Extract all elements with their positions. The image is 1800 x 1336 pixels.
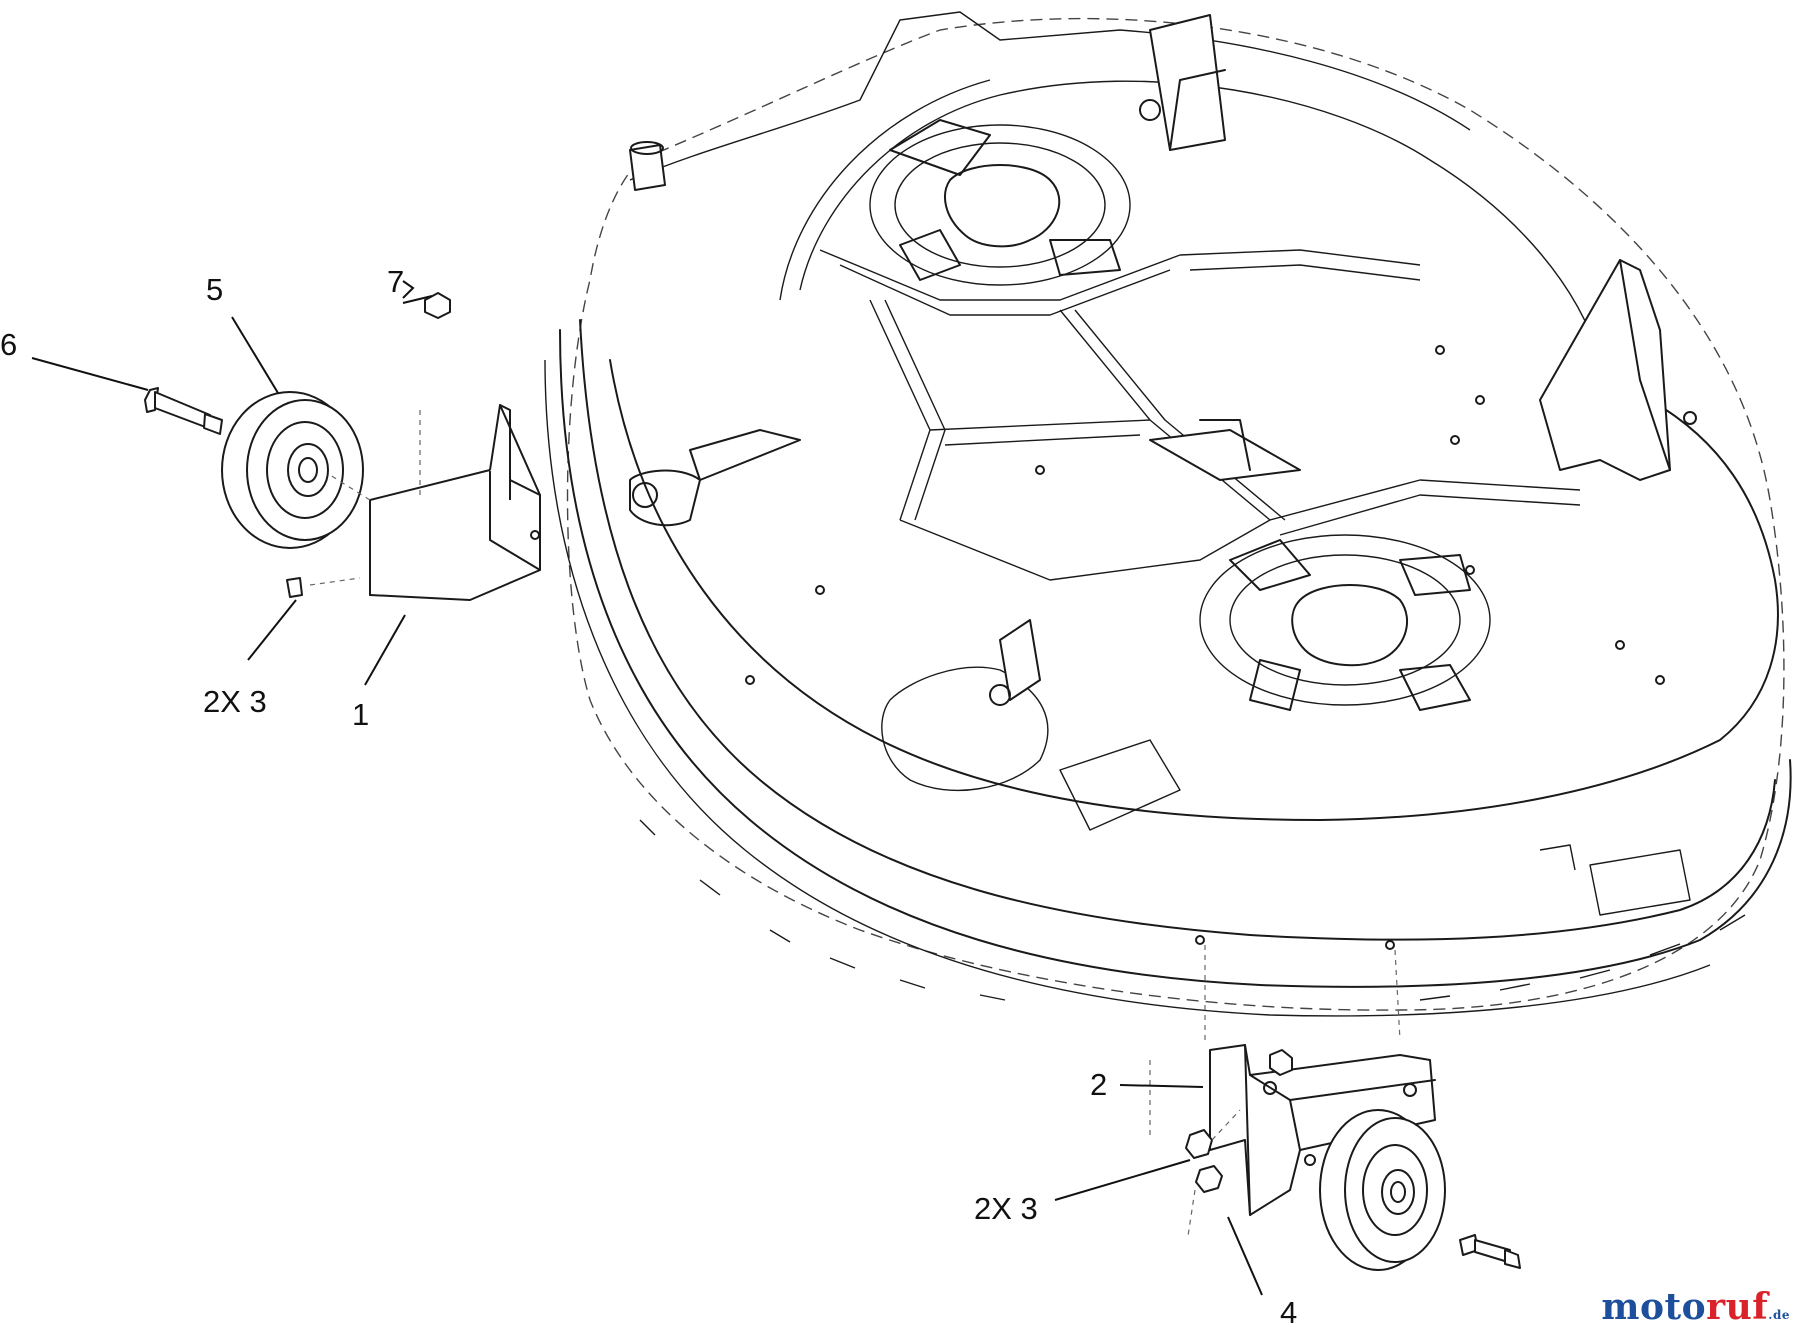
left-roller-assembly xyxy=(144,292,541,601)
left-flange-bolt xyxy=(286,577,303,598)
mower-deck xyxy=(544,11,1792,1140)
left-locknut xyxy=(424,292,451,319)
right-roller-wheel xyxy=(1319,1109,1446,1271)
callout-2: 2 xyxy=(1090,1067,1107,1102)
spindle-hub-rear xyxy=(869,119,1131,286)
callout-7: 7 xyxy=(387,264,404,299)
watermark-part2: ruf xyxy=(1706,1286,1769,1328)
right-roller-bracket xyxy=(1209,1044,1436,1216)
callout-5: 5 xyxy=(206,272,223,307)
watermark-logo: motoruf.de xyxy=(1601,1286,1790,1328)
callout-3-left: 2X 3 xyxy=(203,684,267,719)
right-flange-bolt xyxy=(1185,1129,1213,1159)
watermark-part1: moto xyxy=(1601,1286,1707,1328)
left-roller-wheel xyxy=(221,391,364,549)
right-roller-assembly xyxy=(1185,1044,1521,1271)
leader-lines xyxy=(31,280,1263,1296)
left-roller-bolt xyxy=(144,387,223,435)
callout-3-right: 2X 3 xyxy=(974,1191,1038,1226)
callout-6: 6 xyxy=(0,327,17,362)
callout-1: 1 xyxy=(352,697,369,732)
right-flange-nut xyxy=(1195,1165,1223,1193)
callout-4: 4 xyxy=(1280,1295,1297,1330)
watermark-suffix: .de xyxy=(1768,1308,1790,1322)
callout-labels: 1 2 2X 3 2X 3 4 5 6 7 xyxy=(0,264,1297,1330)
right-roller-bolt xyxy=(1459,1234,1521,1269)
spindle-hub-front xyxy=(1199,534,1491,711)
left-roller-bracket xyxy=(369,404,541,601)
